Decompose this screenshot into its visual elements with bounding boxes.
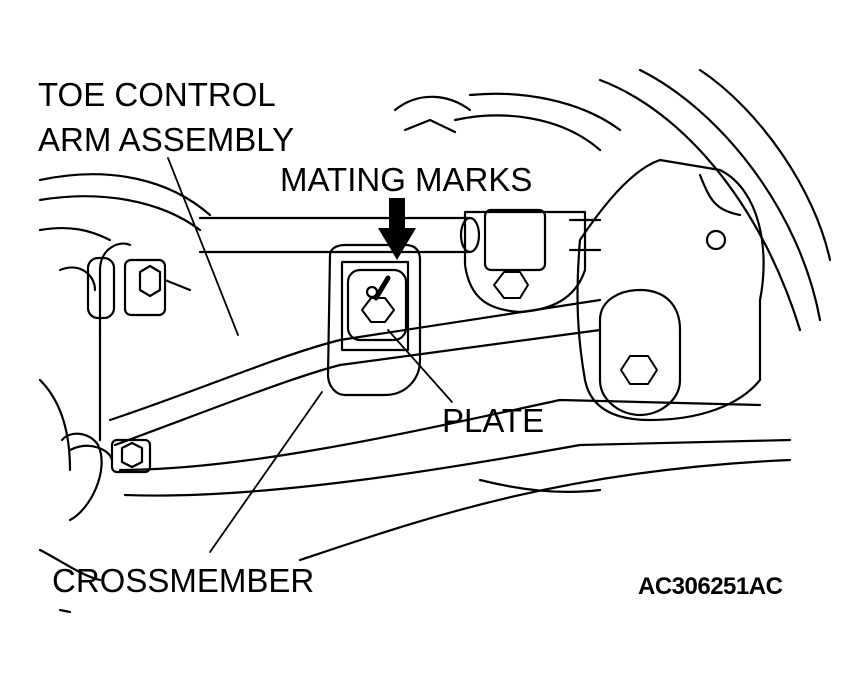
wheel-hub-outline	[453, 68, 832, 332]
toe-control-label-line1: TOE CONTROL	[38, 76, 276, 113]
bushing-bracket	[463, 208, 587, 314]
right-knuckle	[576, 158, 765, 422]
crossmember-label: CROSSMEMBER	[52, 562, 315, 599]
mating-marks-label: MATING MARKS	[280, 161, 533, 198]
body-sheet-metal	[38, 95, 472, 242]
toe-control-arm	[108, 298, 602, 447]
figure-code: AC306251AC	[638, 573, 783, 600]
plate-leader	[387, 329, 453, 403]
toe-control-label-line2: ARM ASSEMBLY	[38, 121, 295, 158]
left-stabilizer-bolt	[123, 258, 192, 317]
crossmember-leader	[209, 391, 323, 553]
leader-lines	[167, 157, 453, 553]
lower-arm	[118, 398, 792, 562]
plate-label: PLATE	[442, 402, 545, 439]
stabilizer-link	[58, 242, 132, 522]
crossmember-bracket	[326, 243, 422, 397]
adjusting-plate	[346, 268, 408, 342]
toe-arm-leader	[167, 157, 239, 336]
mating-marks-arrow	[378, 198, 416, 260]
lower-body-outline	[38, 378, 102, 614]
arm-end-bolt	[68, 438, 152, 474]
